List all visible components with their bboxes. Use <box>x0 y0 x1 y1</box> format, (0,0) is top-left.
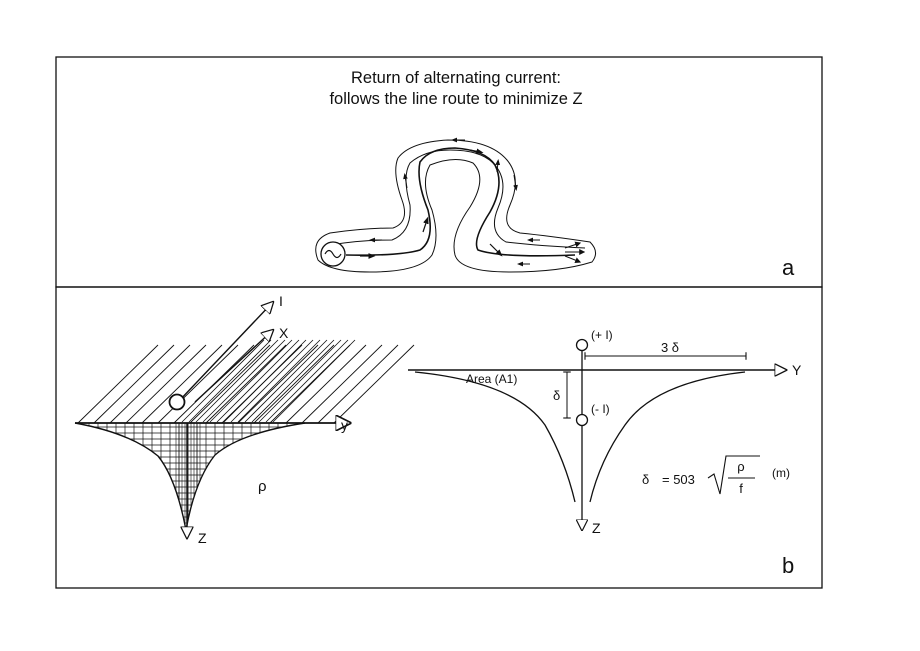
panel-b-label: b <box>782 553 794 578</box>
panel-a-title-line1: Return of alternating current: <box>351 69 561 87</box>
field-line <box>93 344 175 424</box>
label-current-i: I <box>279 293 283 309</box>
field-line <box>230 339 314 423</box>
field-line <box>205 344 287 424</box>
current-direction-arrows <box>360 137 586 267</box>
field-line <box>301 344 383 424</box>
field-line <box>77 344 159 424</box>
label-resistivity: ρ <box>258 478 267 495</box>
supply-line <box>345 147 576 257</box>
panel-b: I X y Z ρ (+ I) (- I) 3 δ δ Area (A1) Y … <box>55 286 823 589</box>
penetration-curve-left <box>414 371 576 503</box>
field-line <box>253 344 335 424</box>
field-line <box>333 344 415 424</box>
field-line <box>237 344 319 424</box>
inner-return-loop <box>329 149 586 249</box>
left-conductor-diagram: I X y Z ρ <box>74 293 415 546</box>
field-line <box>188 339 272 423</box>
label-z-axis-right: Z <box>592 520 601 536</box>
label-plus-current: (+ I) <box>591 328 613 342</box>
field-line <box>157 344 239 424</box>
earth-current-grid <box>75 423 305 530</box>
skin-depth-formula: δ = 503 ρ f (m) <box>642 455 790 496</box>
field-line <box>216 339 300 423</box>
field-line <box>209 339 293 423</box>
minus-current-icon <box>575 413 589 427</box>
right-image-current-diagram: (+ I) (- I) 3 δ δ Area (A1) Y Z δ = 503 … <box>408 328 802 536</box>
field-line <box>189 344 271 424</box>
formula-denominator: f <box>739 481 743 496</box>
field-line <box>141 344 223 424</box>
field-line <box>181 339 265 423</box>
field-line <box>244 339 328 423</box>
panel-a-title-line2: follows the line route to minimize Z <box>329 90 582 108</box>
field-line <box>272 339 356 423</box>
field-line <box>223 339 307 423</box>
panel-a: Return of alternating current: follows t… <box>55 56 823 288</box>
label-y-axis-right: Y <box>792 362 802 378</box>
panel-b-frame <box>55 286 823 589</box>
label-z-axis-left: Z <box>198 530 207 546</box>
label-minus-current: (- I) <box>591 402 610 416</box>
field-line <box>251 339 335 423</box>
formula-numerator: ρ <box>737 459 744 474</box>
field-line <box>125 344 207 424</box>
conductor-icon <box>168 393 186 411</box>
label-x-axis: X <box>279 325 289 341</box>
x-axis-left <box>194 330 273 403</box>
field-line <box>317 344 399 424</box>
field-line <box>109 344 191 424</box>
formula-lhs: δ <box>642 472 649 487</box>
surface-field-lines <box>77 339 415 424</box>
label-area: Area (A1) <box>466 372 517 386</box>
field-line <box>237 339 321 423</box>
field-line <box>265 339 349 423</box>
field-line <box>195 339 279 423</box>
ac-source-icon <box>320 241 346 267</box>
current-i-axis <box>177 302 273 403</box>
panel-a-label: a <box>782 255 795 280</box>
label-depth: δ <box>553 388 560 403</box>
earth-penetration-boundary <box>74 422 306 531</box>
field-line <box>258 339 342 423</box>
label-y-axis-left: y <box>341 417 348 433</box>
penetration-curve-right <box>589 371 746 503</box>
formula-equals: = 503 <box>662 472 695 487</box>
sqrt-sign-icon <box>707 455 760 495</box>
label-distance: 3 δ <box>661 340 679 355</box>
plus-current-icon <box>575 338 589 352</box>
field-line <box>285 344 367 424</box>
field-line <box>202 339 286 423</box>
formula-unit: (m) <box>772 466 790 480</box>
outer-return-loop <box>315 139 596 273</box>
